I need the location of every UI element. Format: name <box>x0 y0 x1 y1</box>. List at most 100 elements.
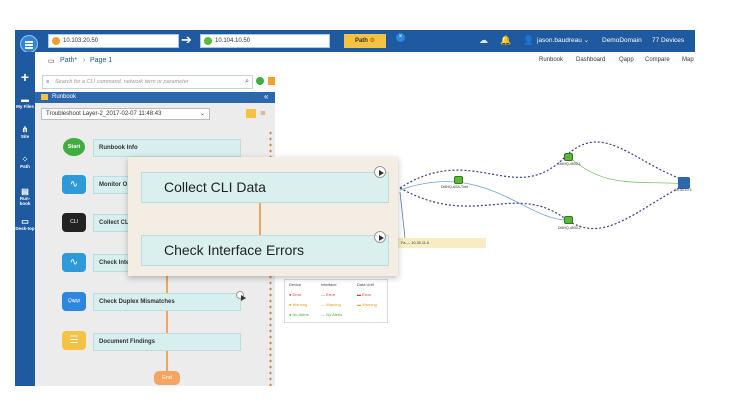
step-check-duplex[interactable]: Check Duplex Mismatches <box>93 293 241 311</box>
router-icon[interactable] <box>454 176 463 184</box>
legend-cell: ▬ Warning <box>357 302 377 307</box>
runbook-header <box>35 92 275 103</box>
node-label: DMHQ-ASA-Tnet <box>441 185 469 189</box>
legend-text: Error <box>292 292 302 297</box>
page-tab[interactable]: Page 1 <box>90 57 113 64</box>
nav-runbook[interactable]: Runbook <box>539 57 564 63</box>
site-icon: ⋔ <box>21 125 29 134</box>
node-label: DMHQ-4500-2 <box>558 226 581 230</box>
rail-item-path[interactable]: ⁘Path <box>15 155 35 170</box>
play-icon[interactable] <box>374 166 386 178</box>
dest-ip-input[interactable]: 10.104.10.50 <box>200 34 330 48</box>
highlight-bar: Fa --- 10.30.11.6 <box>398 238 486 248</box>
path-link <box>399 181 568 221</box>
switch-icon[interactable] <box>564 216 573 224</box>
rail-label: Desk-top <box>15 226 35 231</box>
legend-cell: — Error <box>321 292 336 297</box>
cloud-icon[interactable]: ☁ <box>479 35 488 45</box>
flow-line <box>259 203 261 239</box>
document-icon: ☰ <box>62 331 86 350</box>
runbook-icon <box>41 94 48 100</box>
legend-header: Data Unit <box>357 282 374 287</box>
source-ip-value: 10.103.20.50 <box>63 38 99 44</box>
path-link <box>399 191 406 239</box>
nav-dashboard[interactable]: Dashboard <box>576 57 606 63</box>
switch-icon[interactable] <box>564 153 573 161</box>
path-link <box>399 141 691 189</box>
note-icon[interactable] <box>268 77 275 85</box>
nav-compare[interactable]: Compare <box>645 57 670 63</box>
chevron-down-icon: ⌄ <box>199 111 205 117</box>
user-name[interactable]: jason.baudreau ⌄ <box>537 37 590 44</box>
rail-item-desktop[interactable]: ▭Desk-top <box>15 217 35 232</box>
zoom-step-collect-cli[interactable]: Collect CLI Data <box>141 172 389 203</box>
list-icon[interactable]: ≣ <box>260 110 266 117</box>
map-legend: Device Interface Data Unit ● Error — Err… <box>284 279 388 323</box>
list-icon: ≡ <box>46 79 50 85</box>
path-icon: ⁘ <box>21 155 29 164</box>
folder-icon: ▬ <box>21 95 29 104</box>
chevron-right-icon: › <box>83 57 86 64</box>
cli-icon: CLI <box>62 213 86 232</box>
search-placeholder: Search for a CLI command, network term o… <box>55 79 189 85</box>
close-icon[interactable]: × <box>396 33 405 42</box>
rail-label: Site <box>20 134 30 139</box>
legend-cell: — No Alerts <box>321 312 343 317</box>
rail-label: My Files <box>16 104 34 109</box>
runbook-icon: ▤ <box>21 187 29 196</box>
source-dot-icon <box>52 37 60 45</box>
legend-text: No Alerts <box>326 312 343 317</box>
legend-text: No Alerts <box>292 312 309 317</box>
zoom-step-check-interface[interactable]: Check Interface Errors <box>141 235 389 266</box>
add-icon[interactable]: + <box>20 69 30 85</box>
user-name-label: jason.baudreau <box>537 37 582 44</box>
legend-cell: ● No Alerts <box>289 312 309 317</box>
path-link <box>566 154 691 185</box>
legend-cell: — Warning <box>321 302 341 307</box>
search-icon[interactable]: ⌕ <box>245 78 249 85</box>
server-icon[interactable] <box>678 177 690 189</box>
collapse-icon[interactable]: « <box>264 92 269 101</box>
runbook-select[interactable]: Troubleshoot Layer-2_2017-02-07 11:48:43… <box>41 108 210 120</box>
rail-item-my-files[interactable]: ▬My Files <box>15 95 35 110</box>
edit-icon[interactable] <box>246 109 256 118</box>
arrow-right-icon: ➔ <box>181 32 192 47</box>
dest-ip-value: 10.104.10.50 <box>215 38 251 44</box>
legend-text: Warning <box>326 302 341 307</box>
legend-header: Device <box>289 282 302 287</box>
dest-dot-icon <box>204 37 212 45</box>
start-icon: Start <box>63 138 85 156</box>
step-runbook-info[interactable]: Runbook Info <box>93 139 241 157</box>
path-button-label: Path <box>354 38 368 44</box>
path-button[interactable]: Path ⚙ <box>344 34 386 48</box>
step-document-findings[interactable]: Document Findings <box>93 333 241 351</box>
nav-map[interactable]: Map <box>682 57 694 63</box>
legend-text: Error <box>326 292 336 297</box>
globe-icon[interactable] <box>256 77 264 85</box>
user-icon[interactable]: 👤 <box>523 35 535 45</box>
source-ip-input[interactable]: 10.103.20.50 <box>48 34 179 48</box>
menu-button[interactable] <box>20 35 38 53</box>
domain-name[interactable]: DemoDomain <box>602 37 642 44</box>
search-input[interactable]: ≡ Search for a CLI command, network term… <box>42 75 253 89</box>
node-label: 10.40.10.4 <box>675 188 692 192</box>
pulse-icon: ∿ <box>62 175 86 194</box>
play-icon[interactable] <box>374 231 386 243</box>
legend-cell: ● Error <box>289 292 302 297</box>
rail-item-site[interactable]: ⋔Site <box>15 125 35 140</box>
runbook-header-label: Runbook <box>52 94 77 100</box>
nav-qapp[interactable]: Qapp <box>619 57 634 63</box>
legend-cell: ▬ Error <box>357 292 372 297</box>
tab-title[interactable]: Path* <box>60 57 78 64</box>
node-label: DMHQ-4500-1 <box>558 162 581 166</box>
legend-text: Warning <box>292 302 308 307</box>
left-rail: + ▬My Files ⋔Site ⁘Path ▤Run-book ▭Desk-… <box>15 52 35 386</box>
legend-cell: ● Warning <box>289 302 308 307</box>
play-icon[interactable] <box>236 291 246 301</box>
pulse-icon: ∿ <box>62 253 86 272</box>
rail-item-runbook[interactable]: ▤Run-book <box>15 187 35 207</box>
device-count[interactable]: 77 Devices <box>652 37 685 44</box>
bell-icon[interactable]: 🔔 <box>500 35 512 45</box>
end-icon: End <box>154 371 180 385</box>
desktop-icon: ▭ <box>21 217 29 226</box>
